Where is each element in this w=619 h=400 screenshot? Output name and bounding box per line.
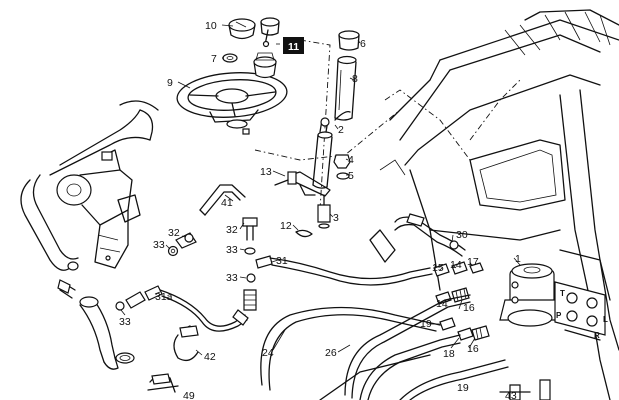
callout-33-bottom-left: 33 — [119, 316, 131, 328]
bolt-32-center — [242, 217, 258, 255]
nut-7 — [222, 53, 238, 63]
subassembly-boundary — [469, 79, 521, 141]
fitting-33-left — [167, 245, 179, 257]
callout-19-mid: 19 — [420, 318, 432, 330]
cab-frame — [369, 9, 619, 400]
lower-bolts — [499, 379, 551, 400]
callout-18: 18 — [443, 348, 455, 360]
gas-strut — [312, 111, 351, 189]
callout-6: 6 — [360, 38, 366, 50]
callout-42: 42 — [204, 351, 216, 363]
clip-12 — [295, 229, 313, 238]
callout-30: 30 — [456, 229, 468, 241]
callout-15: 15 — [432, 262, 444, 274]
callout-33-left: 33 — [153, 239, 165, 251]
suction-pipe — [57, 279, 135, 370]
callout-10: 10 — [205, 20, 217, 32]
clamp-49 — [147, 373, 179, 393]
column-sleeve — [334, 55, 357, 121]
callout-33-center-low: 33 — [226, 272, 238, 284]
callout-2: 2 — [338, 124, 344, 136]
leader-lines — [120, 24, 521, 356]
callout-16-low: 16 — [467, 343, 479, 355]
bolt-3 — [317, 194, 331, 229]
port-P: P — [556, 311, 562, 320]
callout-4: 4 — [348, 154, 354, 166]
highlight-callout-11: 11 — [283, 37, 304, 54]
nut-washer-4-5 — [333, 154, 351, 180]
callout-24: 24 — [262, 347, 274, 359]
callout-14-mid: 14 — [436, 298, 448, 310]
hose-31a — [115, 285, 249, 332]
callout-32-center: 32 — [226, 224, 238, 236]
callout-7: 7 — [211, 53, 217, 65]
valve-port-letters: T P L R — [556, 289, 608, 340]
callout-13: 13 — [260, 166, 272, 178]
pipe-41 — [199, 184, 246, 216]
callout-26: 26 — [325, 347, 337, 359]
hydraulic-lines — [260, 294, 509, 400]
callout-12: 12 — [280, 220, 292, 232]
subassembly-boundary — [384, 89, 471, 161]
callout-14-top: 14 — [450, 259, 462, 271]
callout-32-left: 32 — [168, 227, 180, 239]
callout-17: 17 — [467, 256, 479, 268]
adapter-32-left — [175, 232, 197, 249]
subassembly-boundary — [299, 39, 331, 211]
subassembly-boundary — [254, 94, 416, 161]
callout-16-mid: 16 — [463, 302, 475, 314]
callout-33-center-top: 33 — [226, 244, 238, 256]
port-L: L — [603, 315, 608, 324]
callout-8: 8 — [352, 73, 358, 85]
clamp-42 — [173, 325, 199, 362]
callout-19-bottom: 19 — [457, 382, 469, 394]
steering-wheel — [176, 72, 288, 129]
callout-43: 43 — [505, 390, 517, 400]
cap-part — [260, 17, 280, 36]
port-R: R — [594, 331, 600, 340]
hydraulic-pump — [56, 149, 141, 269]
callout-31: 31 — [276, 255, 288, 267]
port-T: T — [560, 289, 565, 298]
mount-bracket-13 — [274, 171, 331, 197]
switch-part-11 — [253, 29, 277, 79]
callout-31a: 31a — [155, 291, 173, 303]
horn-cap — [228, 18, 256, 40]
callout-1: 1 — [515, 253, 521, 265]
fitting-33-center — [243, 273, 257, 311]
highlight-label: 11 — [288, 41, 299, 53]
elbow-pipe — [20, 100, 159, 271]
callout-49: 49 — [183, 390, 195, 400]
callout-41: 41 — [221, 197, 233, 209]
callout-labels: 10 7 9 6 8 2 4 5 13 41 3 12 32 33 30 1 3… — [119, 20, 521, 400]
steering-column-cap — [338, 30, 360, 51]
steering-control-valve — [499, 263, 606, 336]
hose-31 — [255, 255, 433, 286]
hose-30 — [394, 213, 466, 257]
callout-3: 3 — [333, 212, 339, 224]
washer-small — [242, 128, 250, 135]
callout-5: 5 — [348, 170, 354, 182]
callout-9: 9 — [167, 77, 173, 89]
